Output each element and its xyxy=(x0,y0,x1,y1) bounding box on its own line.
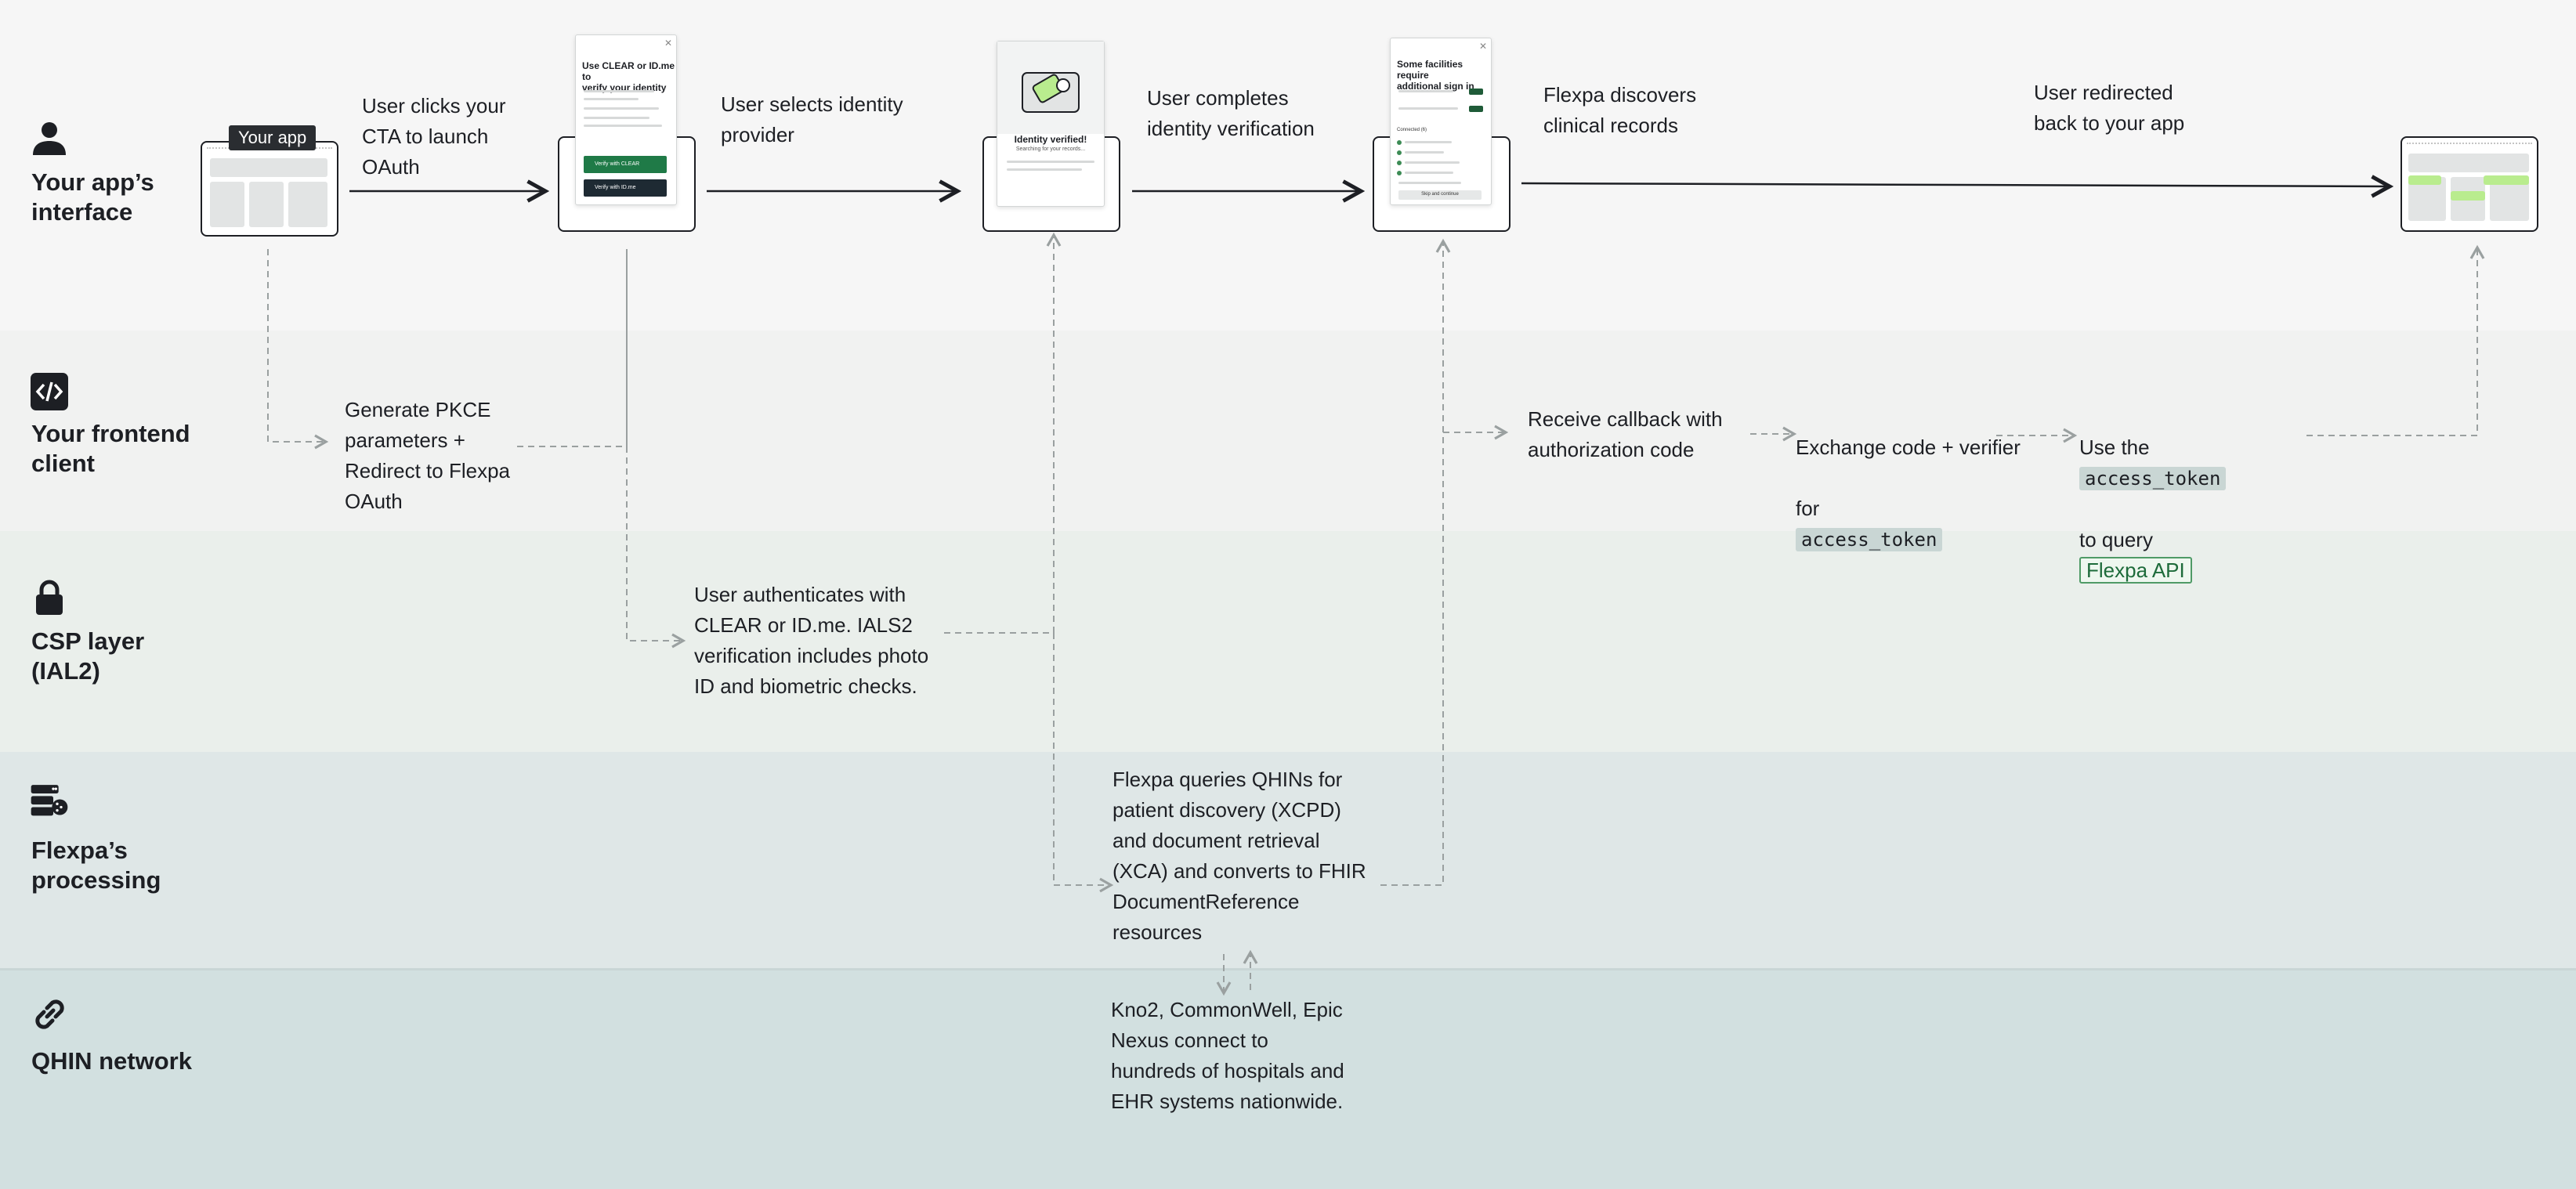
step-complete-verification: User completes identity verification xyxy=(1147,86,1315,140)
lane-title-frontend: Your frontend client xyxy=(31,420,190,477)
access-token-code: access_token xyxy=(2079,467,2227,490)
step-receive-callback: Receive callback with authorization code xyxy=(1528,407,1723,461)
lane-title-app: Your app’s interface xyxy=(31,168,154,226)
step-flexpa-query: Flexpa queries QHINs for patient discove… xyxy=(1113,768,1366,944)
lane-flexpa-band xyxy=(0,752,2576,968)
verified-subtitle: Searching for your records... xyxy=(1015,146,1086,152)
lock-icon xyxy=(36,580,63,615)
step-redirect-back: User redirected back to your app xyxy=(2034,81,2185,135)
your-app-tag: Your app xyxy=(229,125,317,150)
lane-frontend-band xyxy=(0,331,2576,531)
facilities-popup-title: Some facilities require additional sign … xyxy=(1397,59,1474,92)
server-icon xyxy=(31,785,68,816)
step-exchange-code: Exchange code + verifier for access_toke… xyxy=(1796,435,2021,551)
lane-title-csp: CSP layer (IAL2) xyxy=(31,627,145,685)
code-icon xyxy=(31,373,68,410)
verify-clear-button[interactable]: Verify with CLEAR xyxy=(584,156,667,173)
verify-idme-button[interactable]: Verify with ID.me xyxy=(584,179,667,197)
step-csp-authenticate: User authenticates with CLEAR or ID.me. … xyxy=(694,583,929,698)
step-discover-records: Flexpa discovers clinical records xyxy=(1543,83,1697,137)
lane-qhin-band xyxy=(0,968,2576,1189)
step-generate-pkce: Generate PKCE parameters + Redirect to F… xyxy=(345,398,510,513)
step-select-idp: User selects identity provider xyxy=(721,92,903,146)
skip-continue-button[interactable]: Skip and continue xyxy=(1398,190,1482,200)
app-screen-end xyxy=(2401,136,2538,232)
app-screen-start xyxy=(201,141,338,237)
idp-popup: ✕ Use CLEAR or ID.me to verify your iden… xyxy=(575,34,677,205)
id-card-icon xyxy=(1022,72,1080,113)
lane-title-qhin: QHIN network xyxy=(31,1047,192,1075)
lane-title-flexpa: Flexpa’s processing xyxy=(31,837,161,894)
flexpa-api-link[interactable]: Flexpa API xyxy=(2079,557,2192,584)
step-use-token: Use the access_token to query Flexpa API xyxy=(2079,402,2227,586)
user-icon xyxy=(33,122,66,155)
facilities-popup: ✕ Some facilities require additional sig… xyxy=(1390,38,1492,205)
verified-popup: Identity verified! Searching for your re… xyxy=(997,41,1105,207)
connected-label: Connected (6) xyxy=(1397,128,1427,132)
step-click-cta: User clicks your CTA to launch OAuth xyxy=(362,94,506,179)
arrow-facilities-to-app xyxy=(1521,183,2390,186)
idp-popup-title: Use CLEAR or ID.me to verify your identi… xyxy=(582,60,675,93)
step-qhin-network: Kno2, CommonWell, Epic Nexus connect to … xyxy=(1111,998,1344,1113)
lane-app-band xyxy=(0,0,2576,331)
band-divider xyxy=(0,968,2576,970)
access-token-code: access_token xyxy=(1796,528,1943,551)
verified-title: Identity verified! xyxy=(1014,134,1087,145)
link-icon xyxy=(35,999,64,1029)
